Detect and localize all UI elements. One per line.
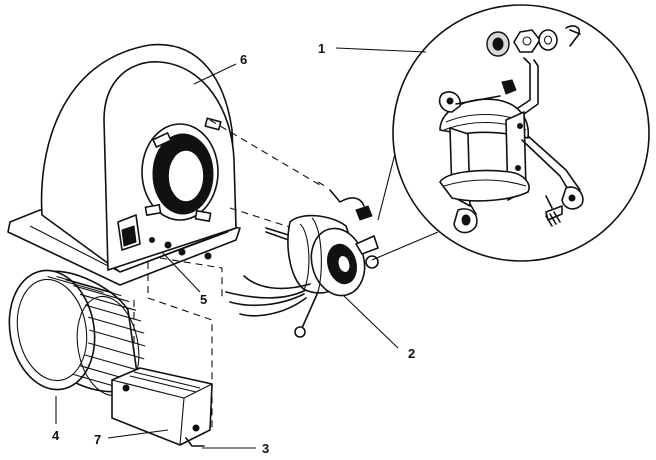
detail-motor-mount [438, 25, 584, 234]
wheel-vane [89, 329, 146, 347]
callout-2: 2 [408, 346, 415, 361]
callout-5: 5 [200, 292, 207, 307]
wheel-vane [47, 275, 104, 294]
wheel-vane [56, 275, 113, 294]
mounting-bracket [111, 367, 213, 447]
leader-lines [55, 47, 427, 449]
blower-housing [7, 43, 241, 286]
wheel-vane [84, 354, 142, 372]
callout-6: 6 [240, 52, 247, 67]
callout-3: 3 [262, 441, 269, 456]
wheel-vane [65, 279, 122, 297]
wheel-vane [88, 316, 145, 334]
wheel-vane [88, 342, 145, 360]
wheel-vane [84, 304, 142, 322]
callout-4: 4 [52, 428, 60, 443]
blower-wheel [8, 269, 146, 397]
wheel-vane [79, 293, 137, 311]
callout-7: 7 [94, 432, 101, 447]
callout-labels: 1 6 2 5 4 7 3 [52, 41, 415, 456]
wheel-vane [73, 285, 130, 303]
detail-magnifier [371, 4, 650, 262]
blower-motor [225, 189, 379, 338]
callout-1: 1 [318, 41, 325, 56]
